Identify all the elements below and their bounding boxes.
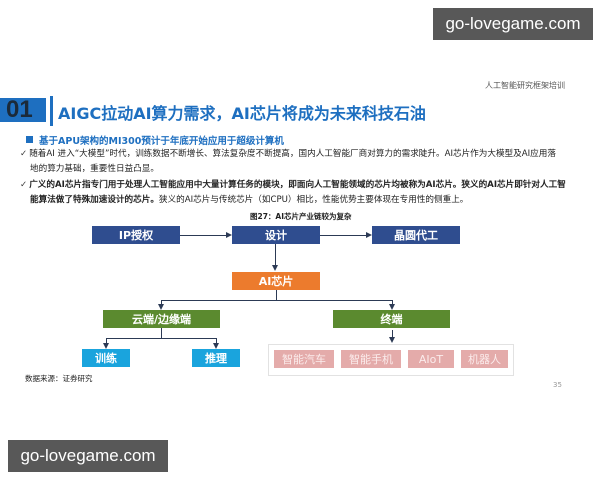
connector-to-training	[106, 338, 107, 344]
page-number: 35	[553, 381, 562, 389]
arrow-right-icon	[226, 232, 232, 238]
watermark-bottom: go-lovegame.com	[8, 440, 168, 472]
connector-to-inference	[216, 338, 217, 344]
connector-to-terminal	[392, 300, 393, 305]
bullet-1-line-2: 地的算力基础，重要性日益凸显。	[30, 164, 159, 174]
arrow-right-icon	[366, 232, 372, 238]
connector-cloud-split	[106, 338, 216, 339]
arrow-down-icon	[389, 304, 395, 310]
arrow-down-icon	[389, 337, 395, 343]
bullet-2-line-2-bold: 能算法做了特殊加速设计的芯片。	[30, 195, 159, 205]
watermark-top: go-lovegame.com	[433, 8, 593, 40]
bullet-1-line-1: 随着AI 进入“大模型”时代，训练数据不断增长、算法复杂度不断提高，国内人工智能…	[29, 149, 556, 159]
figure-caption: 图27：AI芯片产业链较为复杂	[250, 212, 352, 221]
node-inference: 推理	[192, 349, 240, 367]
bullet-paragraph-2: ✓广义的AI芯片指专门用于处理人工智能应用中大量计算任务的模块，即面向人工智能领…	[20, 178, 590, 208]
connector-design-chip	[275, 244, 276, 265]
connector-terminal-down	[392, 330, 393, 338]
connector-ip-design	[180, 235, 226, 236]
connector-cloud-down	[161, 328, 162, 338]
bullet-2-line-1: 广义的AI芯片指专门用于处理人工智能应用中大量计算任务的模块，即面向人工智能领域…	[29, 180, 566, 190]
node-robot: 机器人	[461, 350, 508, 368]
connector-to-cloud	[161, 300, 162, 305]
node-training: 训练	[82, 349, 130, 367]
connector-chip-split	[276, 290, 277, 300]
bullet-2-line-2: 狭义的AI芯片与传统芯片（如CPU）相比，性能优势主要体现在专用性的侧重上。	[158, 195, 469, 205]
data-source: 数据来源：证券研究	[25, 374, 93, 383]
node-smartphone: 智能手机	[341, 350, 401, 368]
arrow-down-icon	[213, 343, 219, 349]
arrow-down-icon	[103, 343, 109, 349]
node-cloud-edge: 云端/边缘端	[103, 310, 220, 328]
node-smart-car: 智能汽车	[274, 350, 334, 368]
connector-design-foundry	[320, 235, 366, 236]
bullet-paragraph-1: ✓随着AI 进入“大模型”时代，训练数据不断增长、算法复杂度不断提高，国内人工智…	[20, 147, 590, 177]
arrow-down-icon	[158, 304, 164, 310]
node-aiot: AIoT	[408, 350, 454, 368]
node-ip-license: IP授权	[92, 226, 180, 244]
section-number-badge: 01	[0, 96, 46, 123]
node-design: 设计	[232, 226, 320, 244]
node-foundry: 晶圆代工	[372, 226, 460, 244]
node-terminal: 终端	[333, 310, 450, 328]
check-icon: ✓	[20, 180, 28, 190]
bullet-square-icon	[26, 136, 33, 143]
connector-horizontal-split	[161, 300, 393, 301]
page-title: AIGC拉动AI算力需求，AI芯片将成为未来科技石油	[58, 104, 426, 123]
subheading: 基于APU架构的MI300预计于年底开始应用于超级计算机	[39, 136, 284, 147]
arrow-down-icon	[272, 265, 278, 271]
node-ai-chip: AI芯片	[232, 272, 320, 290]
check-icon: ✓	[20, 149, 28, 159]
course-label: 人工智能研究框架培训	[485, 81, 565, 90]
title-divider	[50, 96, 53, 126]
